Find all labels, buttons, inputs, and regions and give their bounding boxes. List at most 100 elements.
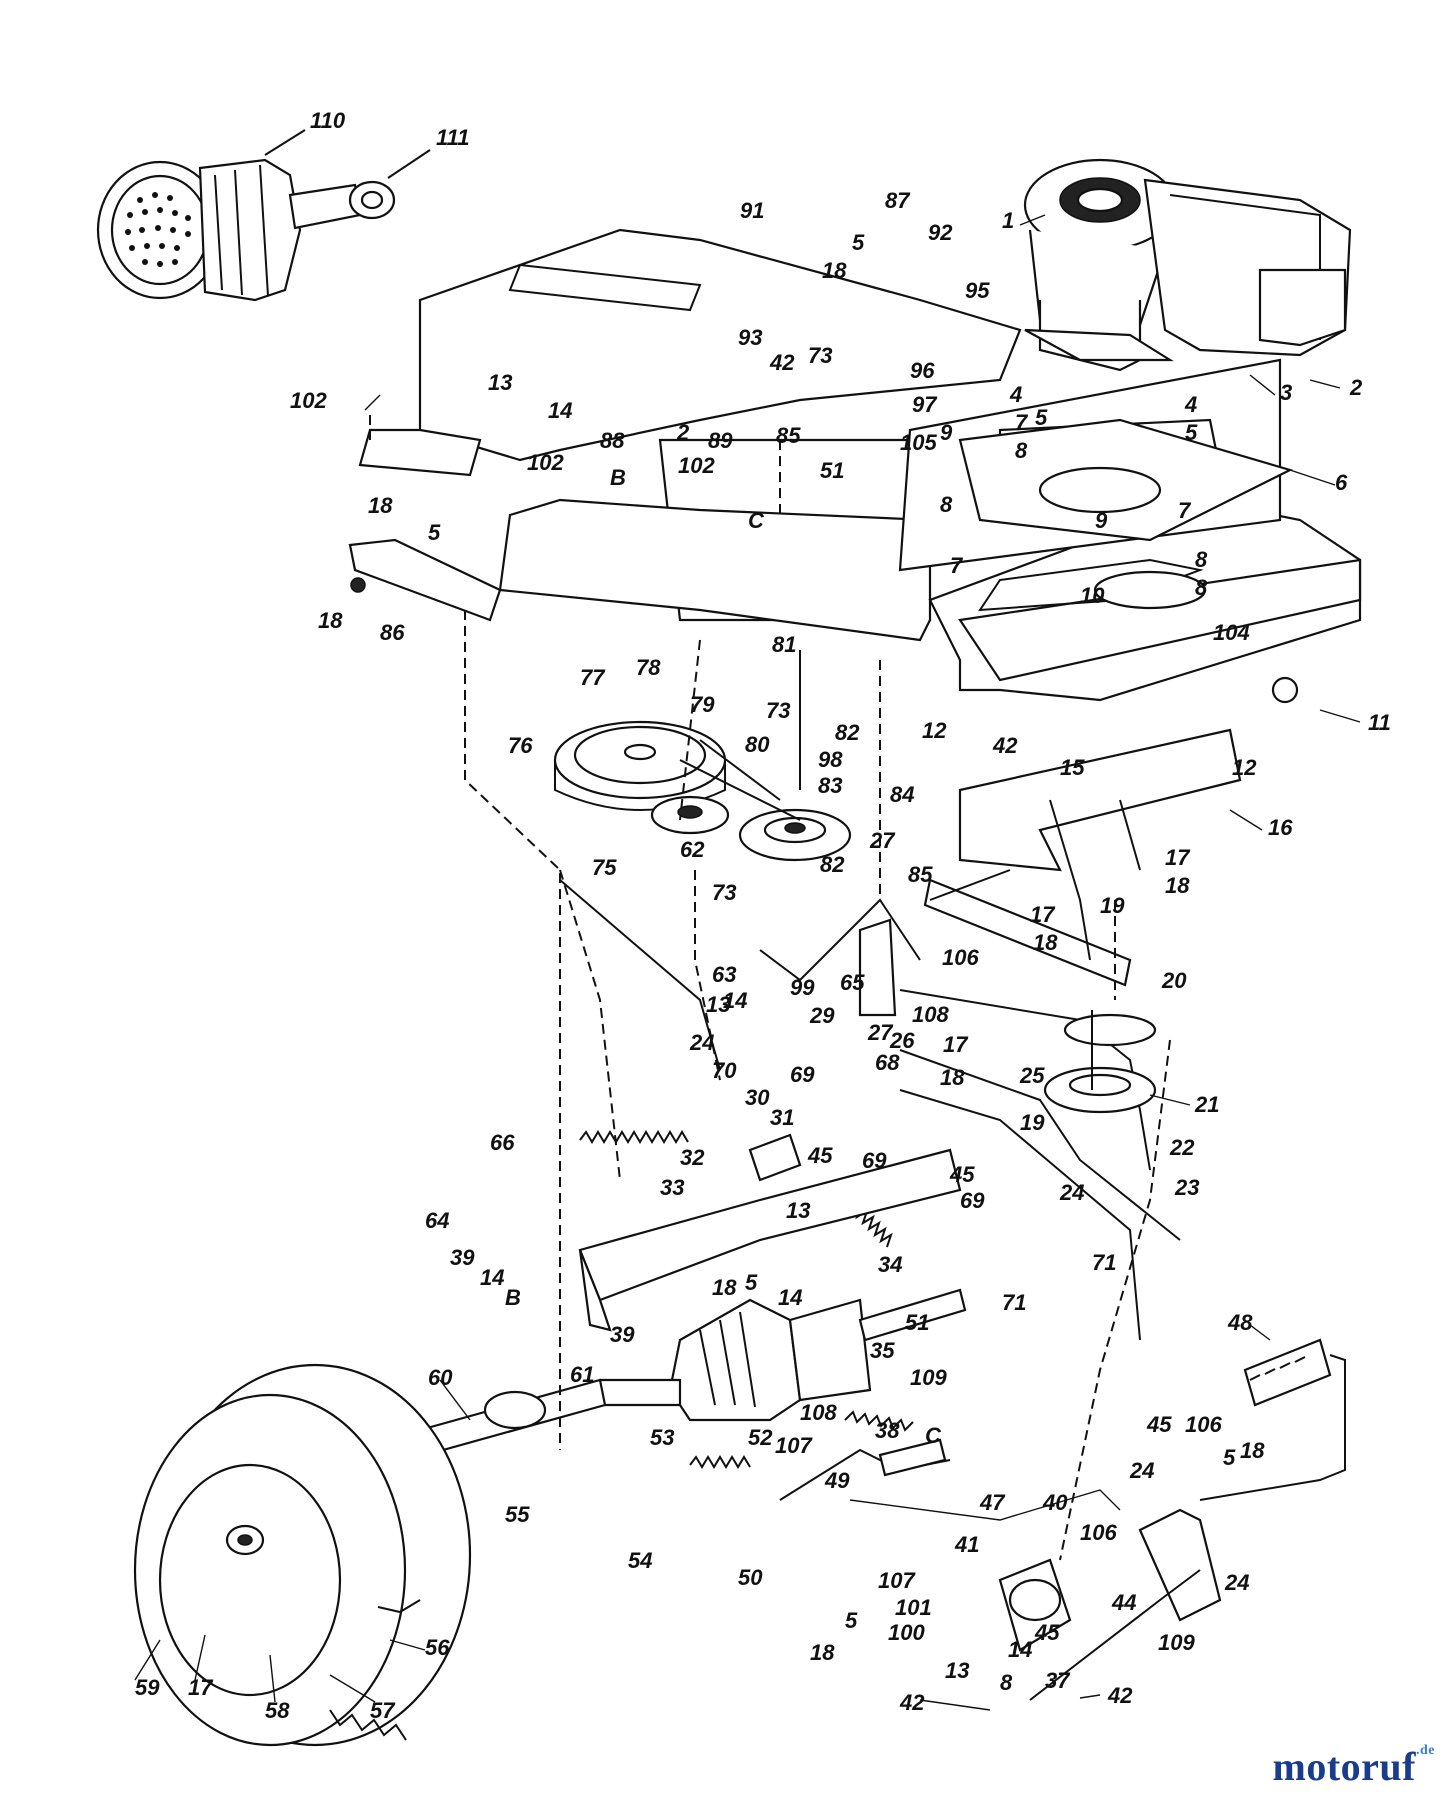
label-81b: 82	[820, 852, 845, 877]
engine-plate	[958, 418, 1293, 542]
label-7c: 7	[950, 553, 964, 578]
leader-lines	[134, 214, 1361, 1711]
pulley-group	[553, 650, 852, 862]
label-29: 29	[809, 1003, 835, 1028]
label-49: 49	[824, 1468, 850, 1493]
label-47: 47	[979, 1490, 1006, 1515]
transaxle	[598, 1288, 967, 1422]
label-18c: 18	[318, 608, 343, 633]
label-41: 41	[954, 1532, 979, 1557]
label-8e: 8	[1000, 1670, 1013, 1695]
label-12b: 12	[1232, 755, 1257, 780]
label-18d: 18	[1165, 873, 1190, 898]
label-93: 93	[738, 325, 762, 350]
label-43a: 42	[769, 350, 795, 375]
label-B-bottom: B	[505, 1285, 521, 1310]
label-77: 78	[636, 655, 661, 680]
pedal-assembly	[779, 1338, 1346, 1701]
label-60: 60	[428, 1365, 453, 1390]
label-43c: 42	[1107, 1683, 1133, 1708]
label-79: 80	[745, 732, 770, 757]
label-5e: 5	[745, 1270, 758, 1295]
label-5b: 5	[1035, 405, 1048, 430]
label-66: 66	[490, 1130, 515, 1155]
label-3: 3	[1280, 380, 1292, 405]
label-86: 86	[380, 620, 405, 645]
label-13c: 13	[786, 1198, 810, 1223]
label-78: 79	[690, 692, 715, 717]
label-16: 16	[1268, 815, 1293, 840]
label-18f: 18	[940, 1065, 965, 1090]
hood-left	[348, 538, 502, 622]
label-55: 55	[505, 1502, 530, 1527]
label-42: 42	[899, 1690, 925, 1715]
label-38: 38	[875, 1418, 900, 1443]
label-102c: 102	[678, 453, 715, 478]
label-52: 52	[748, 1425, 773, 1450]
linkage	[559, 728, 1242, 1171]
label-81a: 82	[835, 720, 860, 745]
label-17c: 17	[943, 1032, 969, 1057]
label-85: 85	[776, 423, 801, 448]
label-14e: 14	[1008, 1637, 1032, 1662]
label-92: 92	[928, 220, 953, 245]
label-30: 30	[745, 1085, 770, 1110]
label-80: 81	[772, 632, 796, 657]
label-15: 15	[1060, 755, 1085, 780]
label-108a: 106	[1185, 1412, 1222, 1437]
label-64: 64	[425, 1208, 449, 1233]
label-71a: 71	[1092, 1250, 1116, 1275]
label-68: 69	[790, 1062, 815, 1087]
label-39b: 39	[610, 1322, 635, 1347]
label-108b: 106	[1080, 1520, 1117, 1545]
label-59: 59	[135, 1675, 160, 1700]
label-40: 40	[1042, 1490, 1068, 1515]
label-54: 54	[628, 1548, 652, 1573]
label-23: 23	[1174, 1175, 1199, 1200]
label-109: 109	[1158, 1630, 1195, 1655]
label-106a: 106	[942, 945, 979, 970]
label-17a: 17	[1165, 845, 1191, 870]
label-2: 2	[1349, 375, 1363, 400]
label-100: 100	[888, 1620, 925, 1645]
label-5d: 5	[428, 520, 441, 545]
label-18h: 18	[1240, 1438, 1265, 1463]
rear-wheel	[133, 1363, 607, 1747]
alignment-lines	[369, 415, 1171, 1561]
label-26b: 24	[1129, 1458, 1154, 1483]
label-62: 62	[680, 837, 705, 862]
label-45b: 45	[949, 1162, 975, 1187]
label-95: 95	[965, 278, 990, 303]
label-11: 11	[1368, 710, 1391, 735]
watermark: motoruf.de	[1273, 1743, 1435, 1790]
label-83: 84	[890, 782, 914, 807]
label-19a: 19	[1100, 893, 1125, 918]
label-19b: 19	[1020, 1110, 1045, 1135]
label-20: 20	[1161, 968, 1187, 993]
label-13a: 13	[488, 370, 512, 395]
label-72b: 73	[712, 880, 736, 905]
label-5c: 5	[1185, 420, 1198, 445]
label-111: 107	[775, 1433, 813, 1458]
label-24: 24	[1059, 1180, 1084, 1205]
label-67: 68	[875, 1050, 900, 1075]
label-76: 77	[580, 665, 606, 690]
label-43b: 42	[992, 733, 1018, 758]
label-89: 89	[708, 428, 733, 453]
label-51a: 51	[820, 458, 844, 483]
watermark-suffix: .de	[1416, 1743, 1435, 1758]
label-28b: 27	[867, 1020, 894, 1045]
label-105: 105	[900, 430, 937, 455]
label-2b: 2	[676, 420, 690, 445]
label-45d: 45	[1034, 1620, 1060, 1645]
watermark-text: motoruf	[1272, 1744, 1416, 1789]
label-26c: 24	[1224, 1570, 1249, 1595]
label-98: 98	[818, 747, 843, 772]
label-39a: 39	[450, 1245, 475, 1270]
label-114: 110	[310, 108, 346, 133]
label-75: 76	[508, 733, 533, 758]
label-21: 21	[1194, 1092, 1219, 1117]
label-33: 33	[660, 1175, 684, 1200]
label-45c: 45	[1146, 1412, 1172, 1437]
